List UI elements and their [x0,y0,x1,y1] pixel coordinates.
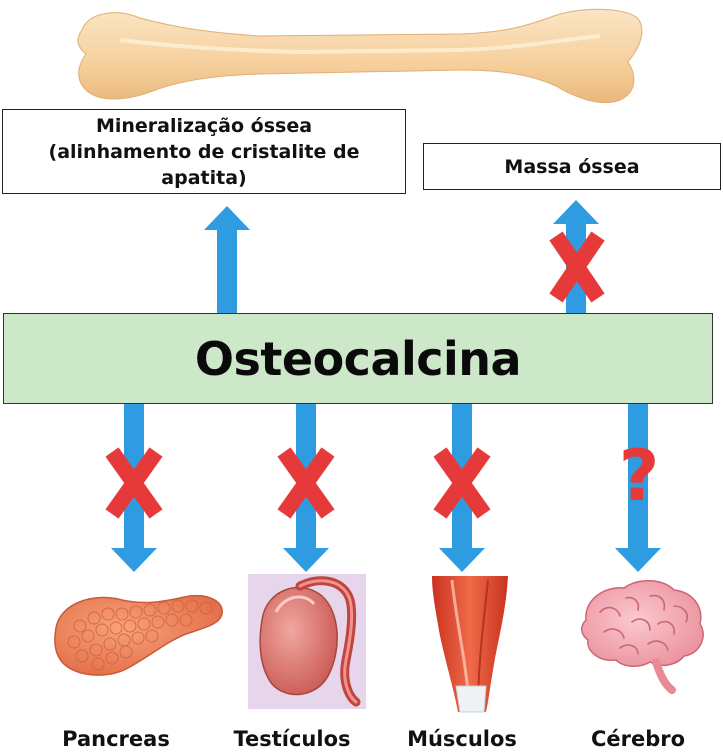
mineralization-box: Mineralização óssea (alinhamento de cris… [2,109,406,194]
mineralization-title: Mineralização óssea [95,114,313,137]
question-mark-brain: ? [618,435,660,517]
bone-icon [77,8,643,104]
label-brain: Cérebro [590,727,686,751]
bone-mass-label: Massa óssea [504,155,640,178]
testicle-icon [248,574,366,709]
x-mark-bone-mass [549,231,605,303]
label-pancreas: Pancreas [62,727,170,751]
arrow-down-brain [615,404,661,572]
x-mark-testicles [277,447,335,519]
bone-mass-box: Massa óssea [423,143,721,190]
osteocalcin-title: Osteocalcina [194,331,522,386]
arrow-up-mineralization [204,206,250,314]
label-muscles: Músculos [407,727,517,751]
x-mark-muscles [433,447,491,519]
pancreas-icon [54,594,223,676]
label-testicles: Testículos [233,727,351,751]
brain-icon [581,580,704,694]
mineralization-subtitle: (alinhamento de cristalite de apatita) [48,140,360,189]
muscle-icon [432,576,508,713]
osteocalcin-box: Osteocalcina [3,313,713,404]
x-mark-pancreas [105,447,163,519]
